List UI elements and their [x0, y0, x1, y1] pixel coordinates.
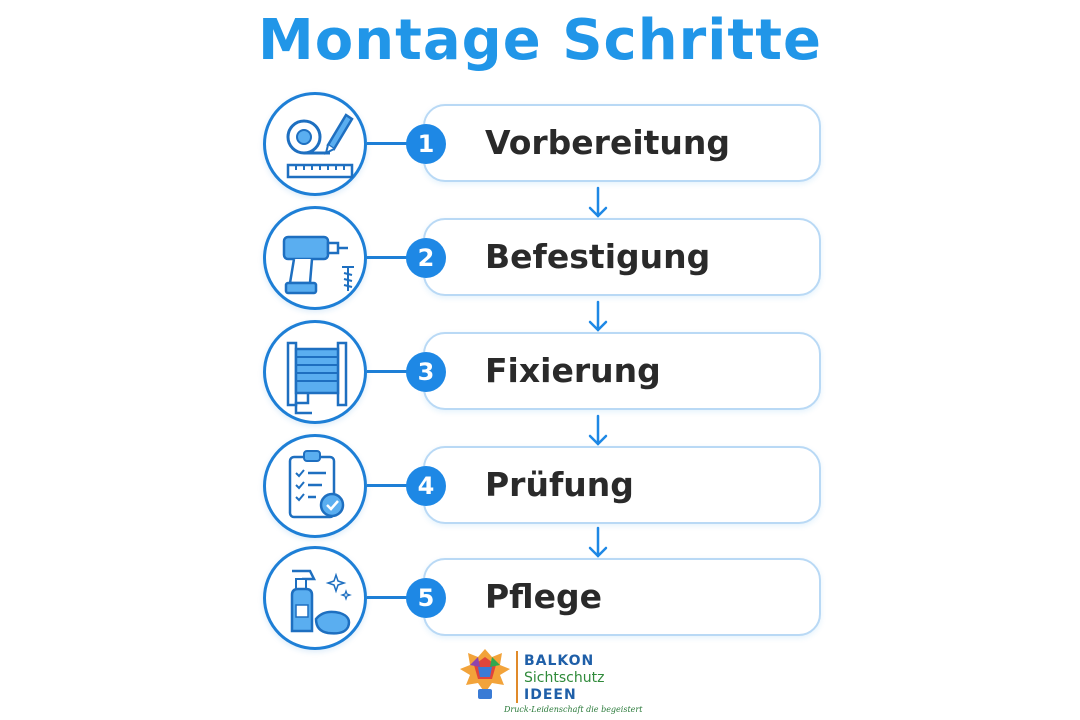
step-4-number: 4 — [406, 466, 446, 506]
step-2-icon-circle — [263, 206, 367, 310]
page-title: Montage Schritte — [258, 8, 822, 73]
lightbulb-logo-icon — [460, 649, 510, 699]
logo-text-line3: IDEEN — [524, 687, 577, 703]
step-1: 1 Vorbereitung — [0, 92, 1080, 196]
step-3-box — [423, 332, 821, 410]
logo-text-line1: BALKON — [524, 653, 595, 669]
logo-divider — [516, 651, 518, 703]
step-3-connector — [367, 370, 427, 373]
step-2: 2 Befestigung — [0, 206, 1080, 310]
step-2-connector — [367, 256, 427, 259]
step-3-icon-circle — [263, 320, 367, 424]
step-3-label: Fixierung — [485, 351, 661, 390]
screen-panel-clamp-icon — [286, 341, 348, 415]
arrow-down-icon — [588, 300, 608, 332]
step-1-number: 1 — [406, 124, 446, 164]
arrow-down-icon — [588, 526, 608, 558]
step-5-label: Pflege — [485, 577, 603, 616]
step-3: 3 Fixierung — [0, 320, 1080, 424]
logo-text-line2: Sichtschutz — [524, 670, 605, 686]
step-4-connector — [367, 484, 427, 487]
step-1-box — [423, 104, 821, 182]
step-3-number: 3 — [406, 352, 446, 392]
drill-screw-icon — [282, 235, 354, 295]
step-4-label: Prüfung — [485, 465, 634, 504]
spray-bottle-cloth-icon — [290, 569, 352, 635]
step-2-number: 2 — [406, 238, 446, 278]
checklist-clipboard-icon — [288, 450, 345, 519]
step-5-icon-circle — [263, 546, 367, 650]
step-4-icon-circle — [263, 434, 367, 538]
arrow-down-icon — [588, 414, 608, 446]
step-2-label: Befestigung — [485, 237, 711, 276]
step-2-box — [423, 218, 821, 296]
logo-tagline: Druck-Leidenschaft die begeistert — [504, 705, 643, 714]
arrow-down-icon — [588, 186, 608, 218]
step-5: 5 Pflege — [0, 546, 1080, 650]
measuring-tape-pencil-icon — [286, 113, 354, 179]
step-5-number: 5 — [406, 578, 446, 618]
step-4: 4 Prüfung — [0, 434, 1080, 538]
step-5-connector — [367, 596, 427, 599]
step-4-box — [423, 446, 821, 524]
brand-logo: BALKON Sichtschutz IDEEN Druck-Leidensch… — [456, 643, 656, 720]
step-5-box — [423, 558, 821, 636]
step-1-icon-circle — [263, 92, 367, 196]
step-1-label: Vorbereitung — [485, 123, 731, 162]
step-1-connector — [367, 142, 427, 145]
